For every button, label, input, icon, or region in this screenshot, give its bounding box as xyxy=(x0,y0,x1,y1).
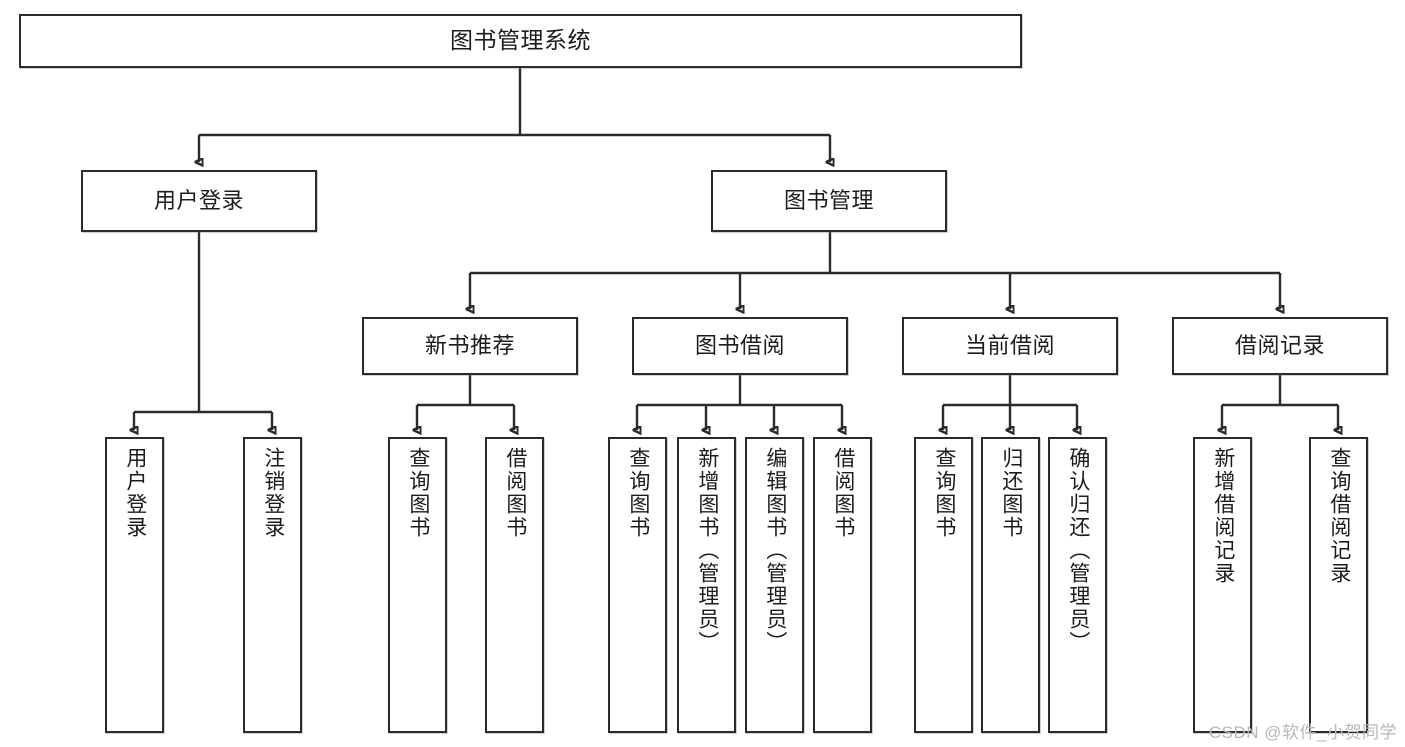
node-label: 查询借阅记录 xyxy=(1327,447,1351,585)
leaf-new-book-borrow[interactable]: 借阅图书 xyxy=(485,437,544,733)
node-borrow-record[interactable]: 借阅记录 xyxy=(1172,317,1388,375)
node-label: 用户登录 xyxy=(153,187,244,213)
node-label: 借阅图书 xyxy=(503,447,527,539)
leaf-current-borrow-confirm-return[interactable]: 确认归还（管理员） xyxy=(1048,437,1107,733)
node-label: 图书借阅 xyxy=(694,332,785,358)
leaf-borrow-record-add[interactable]: 新增借阅记录 xyxy=(1193,437,1252,733)
node-label: 查询图书 xyxy=(626,447,650,539)
leaf-book-borrow-add[interactable]: 新增图书（管理员） xyxy=(677,437,736,733)
leaf-book-borrow-query[interactable]: 查询图书 xyxy=(608,437,667,733)
node-label: 注销登录 xyxy=(261,447,285,539)
leaf-book-borrow-borrow[interactable]: 借阅图书 xyxy=(813,437,872,733)
leaf-user-login-signout[interactable]: 注销登录 xyxy=(243,437,302,733)
leaf-user-login-signin[interactable]: 用户登录 xyxy=(105,437,164,733)
node-label: 归还图书 xyxy=(999,447,1023,539)
node-label: 确认归还（管理员） xyxy=(1066,447,1090,654)
node-label: 新增借阅记录 xyxy=(1211,447,1235,585)
node-label: 借阅记录 xyxy=(1234,332,1325,358)
node-user-login[interactable]: 用户登录 xyxy=(81,170,317,232)
node-label: 新书推荐 xyxy=(424,332,515,358)
leaf-book-borrow-edit[interactable]: 编辑图书（管理员） xyxy=(745,437,804,733)
node-label: 图书管理系统 xyxy=(450,27,591,54)
node-label: 查询图书 xyxy=(406,447,430,539)
node-label: 编辑图书（管理员） xyxy=(763,447,787,654)
node-label: 新增图书（管理员） xyxy=(695,447,719,654)
watermark-text: CSDN @软件_小贺同学 xyxy=(1208,723,1397,742)
leaf-current-borrow-return[interactable]: 归还图书 xyxy=(981,437,1040,733)
node-root-system[interactable]: 图书管理系统 xyxy=(19,14,1022,68)
node-label: 当前借阅 xyxy=(964,332,1055,358)
node-current-borrow[interactable]: 当前借阅 xyxy=(902,317,1118,375)
node-label: 借阅图书 xyxy=(831,447,855,539)
node-label: 用户登录 xyxy=(123,447,147,539)
leaf-current-borrow-query[interactable]: 查询图书 xyxy=(914,437,973,733)
node-book-management[interactable]: 图书管理 xyxy=(711,170,947,232)
node-label: 图书管理 xyxy=(783,187,874,213)
node-label: 查询图书 xyxy=(932,447,956,539)
leaf-new-book-query[interactable]: 查询图书 xyxy=(388,437,447,733)
node-book-borrow[interactable]: 图书借阅 xyxy=(632,317,848,375)
node-new-book-recommend[interactable]: 新书推荐 xyxy=(362,317,578,375)
leaf-borrow-record-query[interactable]: 查询借阅记录 xyxy=(1309,437,1368,733)
